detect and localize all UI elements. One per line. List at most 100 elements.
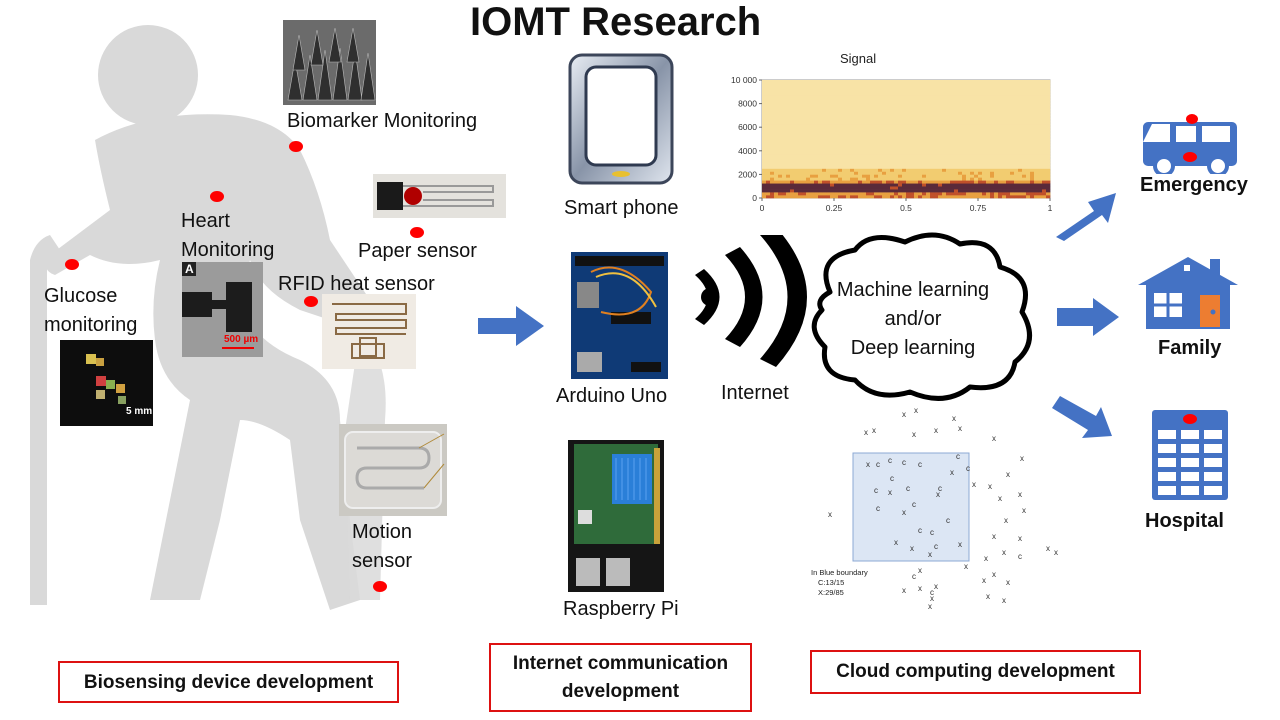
spectrogram-cell <box>866 85 871 90</box>
spectrogram-cell <box>1010 150 1015 155</box>
spectrogram-cell <box>894 168 899 172</box>
spectrogram-cell <box>918 168 923 172</box>
spectrogram-cell <box>1006 150 1011 155</box>
spectrogram-cell <box>814 192 819 196</box>
spectrogram-cell <box>882 97 887 101</box>
spectrogram-cell <box>910 115 915 119</box>
spectrogram-cell <box>766 139 771 143</box>
spectrogram-cell <box>782 91 787 96</box>
spectrogram-cell <box>1034 103 1039 107</box>
spectrogram-cell <box>838 124 843 128</box>
spectrogram-cell <box>918 174 923 178</box>
spectrogram-cell <box>926 103 931 107</box>
spectrogram-cell <box>1022 112 1027 116</box>
spectrogram-cell <box>850 97 855 101</box>
spectrogram-cell <box>958 130 963 134</box>
spectrogram-cell <box>982 195 987 199</box>
spectrogram-cell <box>766 171 771 175</box>
spectrogram-cell <box>810 106 815 110</box>
spectrogram-cell <box>894 130 899 134</box>
spectrogram-cell <box>994 127 999 131</box>
spectrogram-cell <box>974 139 979 143</box>
spectrogram-cell <box>806 195 811 199</box>
spectrogram-cell <box>782 150 787 155</box>
spectrogram-cell <box>922 133 927 137</box>
spectrogram-cell <box>858 162 863 166</box>
spectrogram-cell <box>922 156 927 160</box>
spectrogram-cell <box>946 195 951 199</box>
spectrogram-cell <box>762 159 767 163</box>
spectrogram-cell <box>838 189 843 193</box>
spectrogram-cell <box>814 183 819 187</box>
spectrogram-cell <box>786 150 791 155</box>
spectrogram-cell <box>1014 189 1019 193</box>
spectrogram-cell <box>994 177 999 181</box>
scatter-caption-line2: C:13/15 <box>818 578 845 587</box>
spectrogram-cell <box>922 106 927 110</box>
spectrogram-cell <box>906 118 911 122</box>
spectrogram-cell <box>978 183 983 187</box>
scatter-mark-x: x <box>1022 506 1026 515</box>
spectrogram-cell <box>990 156 995 160</box>
spectrogram-cell <box>938 171 943 175</box>
spectrogram-cell <box>970 133 975 137</box>
spectrogram-cell <box>966 136 971 140</box>
spectrogram-cell <box>950 97 955 101</box>
scatter-mark-c: c <box>956 452 960 461</box>
spectrogram-cell <box>1030 162 1035 166</box>
spectrogram-cell <box>938 174 943 178</box>
spectrogram-cell <box>854 115 859 119</box>
spectrogram-cell <box>994 133 999 137</box>
spectrogram-cell <box>778 136 783 140</box>
spectrogram-cell <box>878 97 883 101</box>
spectrogram-cell <box>986 94 991 98</box>
spectrogram-cell <box>766 159 771 163</box>
spectrogram-cell <box>850 189 855 193</box>
spectrogram-cell <box>1010 186 1015 190</box>
spectrogram-cell <box>1046 130 1051 134</box>
spectrogram-cell <box>898 103 903 107</box>
spectrogram-cell <box>938 115 943 119</box>
spectrogram-cell <box>810 112 815 116</box>
spectrogram-cell <box>826 171 831 175</box>
spectrogram-cell <box>838 147 843 152</box>
spectrogram-cell <box>778 156 783 160</box>
spectrogram-cell <box>922 159 927 163</box>
spectrogram-cell <box>1038 174 1043 178</box>
spectrogram-cell <box>874 177 879 181</box>
spectrogram-cell <box>986 144 991 149</box>
spectrogram-cell <box>894 171 899 175</box>
spectrogram-cell <box>902 192 907 196</box>
spectrogram-cell <box>826 85 831 90</box>
spectrogram-cell <box>986 153 991 157</box>
spectrogram-cell <box>842 180 847 184</box>
spectrogram-cell <box>1002 153 1007 157</box>
spectrogram-cell <box>1022 136 1027 140</box>
spectrogram-cell <box>962 121 967 125</box>
spectrogram-cell <box>946 144 951 149</box>
spectrogram-cell <box>842 162 847 166</box>
spectrogram-cell <box>790 189 795 193</box>
scatter-mark-x: x <box>1006 578 1010 587</box>
spectrogram-cell <box>842 112 847 116</box>
spectrogram-cell <box>878 103 883 107</box>
spectrogram-cell <box>1022 94 1027 98</box>
spectrogram-cell <box>994 80 999 84</box>
spectrogram-cell <box>894 136 899 140</box>
spectrogram-cell <box>946 162 951 166</box>
spectrogram-cell <box>902 165 907 169</box>
spectrogram-cell <box>1038 150 1043 155</box>
spectrogram-cell <box>882 162 887 166</box>
spectrogram-cell <box>814 82 819 87</box>
spectrogram-cell <box>842 80 847 84</box>
spectrogram-cell <box>962 80 967 84</box>
spectrogram-cell <box>966 118 971 122</box>
spectrogram-cell <box>810 100 815 104</box>
spectrogram-cell <box>866 174 871 178</box>
spectrogram-cell <box>858 82 863 87</box>
spectrogram-cell <box>902 130 907 134</box>
spectrogram-cell <box>918 124 923 128</box>
x-tick-label: 0.5 <box>900 203 912 213</box>
spectrogram-cell <box>874 103 879 107</box>
spectrogram-cell <box>942 183 947 187</box>
